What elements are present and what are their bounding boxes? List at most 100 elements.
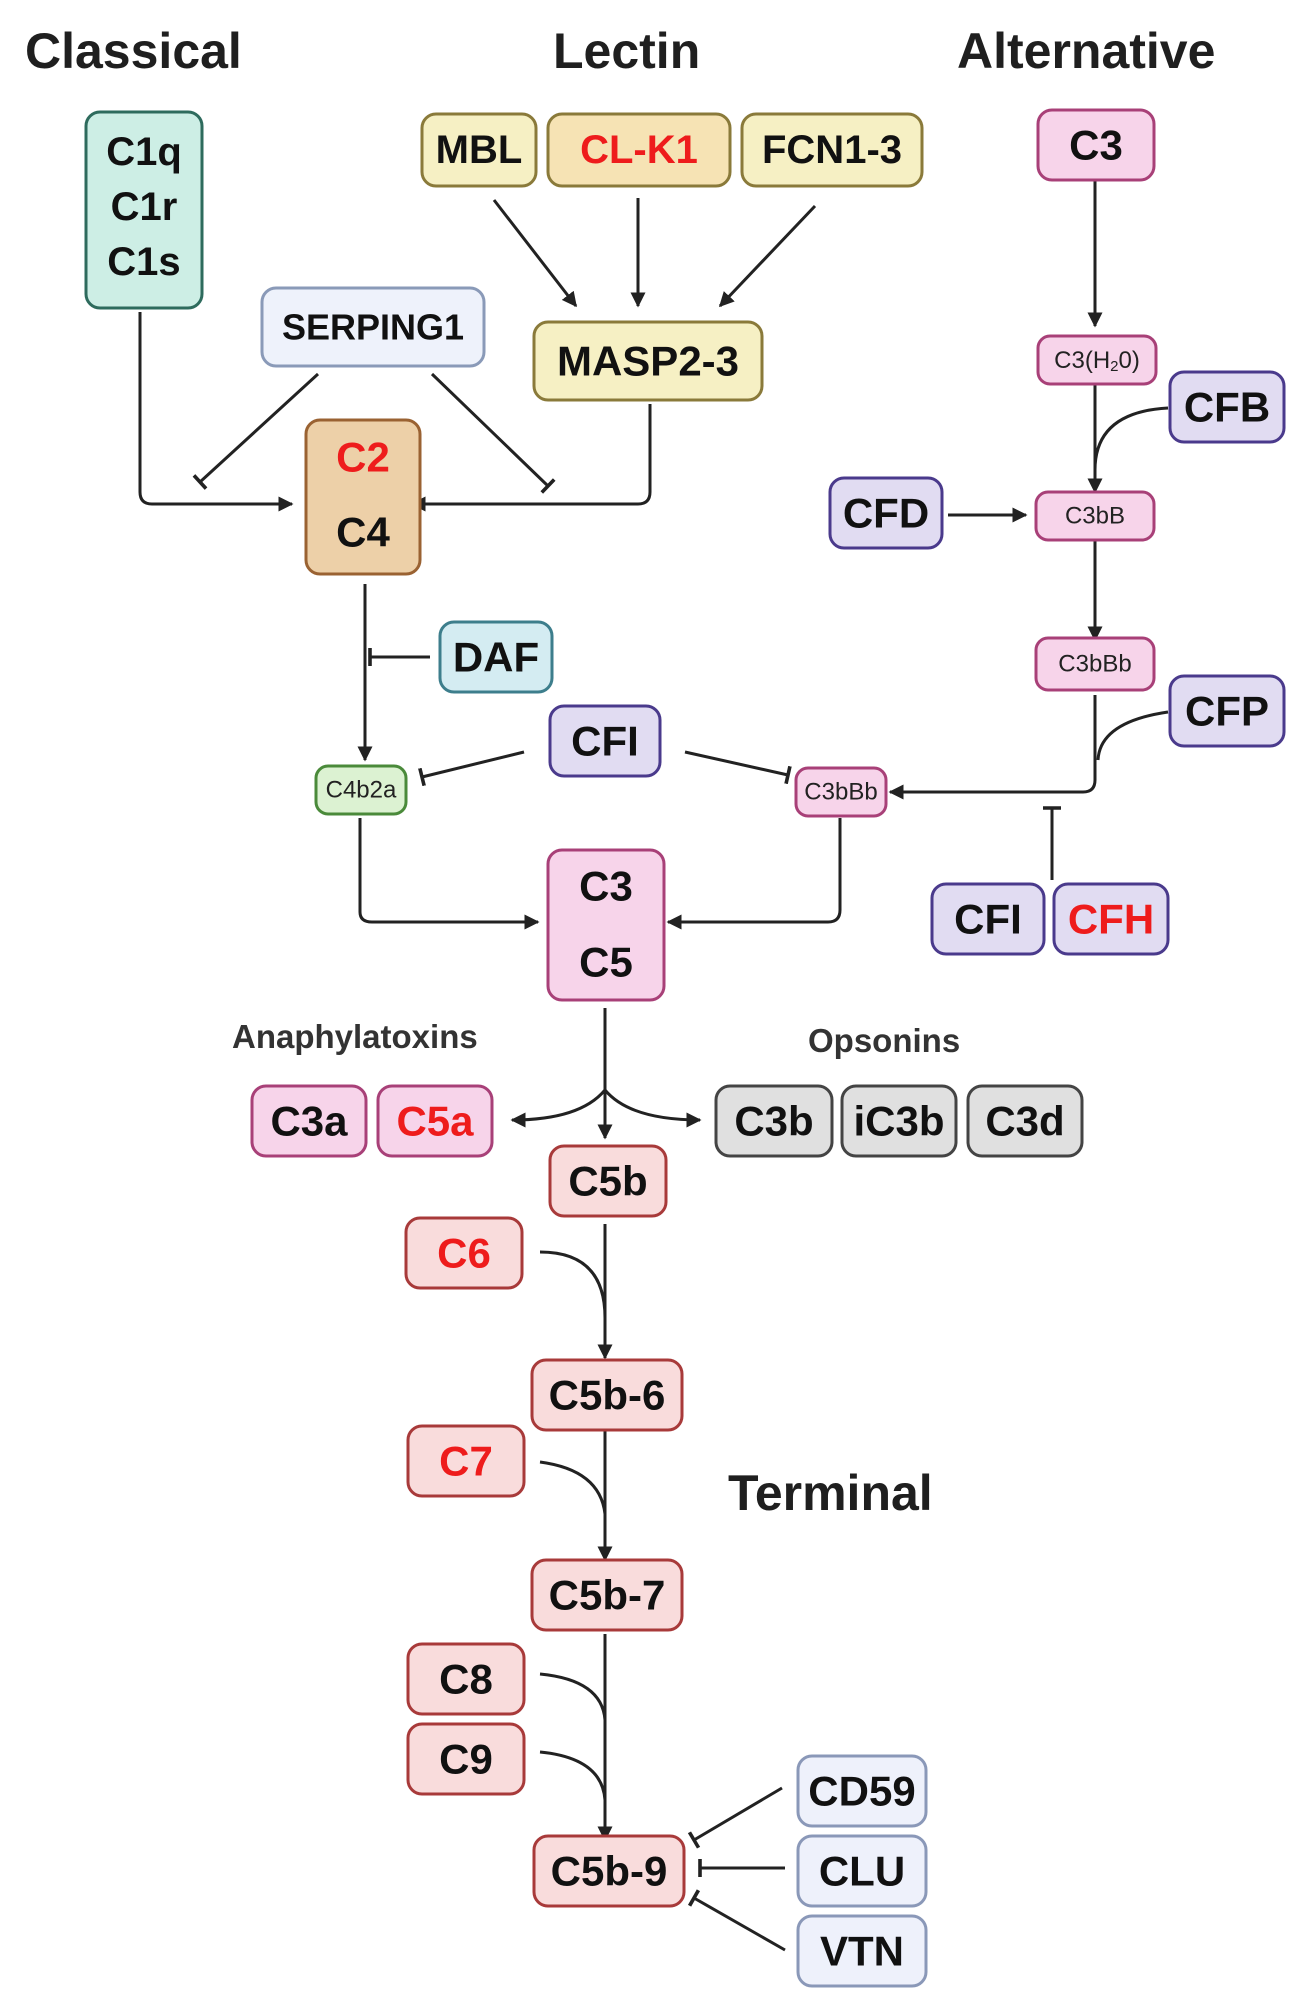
node-cfb: CFB bbox=[1168, 370, 1286, 444]
node-c3bbb-convertase: C3bBb bbox=[794, 766, 888, 818]
header-terminal: Terminal bbox=[728, 1465, 933, 1521]
arrow-c3bbb-to-convertase bbox=[888, 695, 1097, 800]
label-c1q: C1q bbox=[106, 130, 182, 174]
svg-text:VTN: VTN bbox=[820, 1928, 904, 1975]
node-c2-c4: C2 C4 bbox=[304, 418, 422, 576]
svg-text:C2: C2 bbox=[336, 434, 390, 481]
svg-text:CFB: CFB bbox=[1184, 384, 1270, 431]
svg-text:C3(H20): C3(H20) bbox=[1054, 347, 1140, 375]
svg-text:C5b-6: C5b-6 bbox=[549, 1372, 666, 1419]
svg-text:C6: C6 bbox=[437, 1230, 491, 1277]
svg-text:C7: C7 bbox=[439, 1438, 493, 1485]
header-anaphylatoxins: Anaphylatoxins bbox=[232, 1018, 478, 1055]
node-c5b-6: C5b-6 bbox=[530, 1358, 684, 1432]
node-daf: DAF bbox=[438, 620, 554, 694]
join-c9 bbox=[539, 1750, 607, 1801]
node-cfi-right: CFI bbox=[930, 882, 1046, 956]
arrow-fcn-to-masp bbox=[718, 204, 817, 308]
svg-text:C3bBb: C3bBb bbox=[1058, 651, 1131, 678]
join-cfb bbox=[1093, 406, 1169, 471]
node-cfh: CFH bbox=[1052, 882, 1170, 956]
inhibit-vtn bbox=[687, 1889, 786, 1952]
svg-text:DAF: DAF bbox=[453, 634, 539, 681]
svg-text:C9: C9 bbox=[439, 1736, 493, 1783]
label-c1r: C1r bbox=[111, 185, 178, 229]
svg-text:MBL: MBL bbox=[436, 128, 523, 172]
arrow-mbl-to-masp bbox=[492, 199, 578, 308]
svg-text:CFD: CFD bbox=[843, 490, 929, 537]
node-c8: C8 bbox=[406, 1642, 526, 1716]
header-lectin: Lectin bbox=[553, 23, 700, 79]
node-ic3b: iC3b bbox=[840, 1084, 958, 1158]
svg-text:C3bB: C3bB bbox=[1065, 503, 1125, 530]
arrow-to-opsonins bbox=[603, 1089, 702, 1128]
arrow-c3bbb-to-c3c5 bbox=[666, 818, 842, 930]
svg-text:CFI: CFI bbox=[571, 718, 639, 765]
connectors bbox=[138, 180, 1169, 1952]
label-c1s: C1s bbox=[107, 240, 180, 284]
arrow-masp-to-c2c4 bbox=[410, 404, 652, 512]
node-fcn: FCN1-3 bbox=[740, 112, 924, 188]
node-c6: C6 bbox=[404, 1216, 524, 1290]
svg-text:C3a: C3a bbox=[270, 1098, 348, 1145]
node-c9: C9 bbox=[406, 1722, 526, 1796]
node-clu: CLU bbox=[796, 1834, 928, 1908]
svg-text:C5a: C5a bbox=[396, 1098, 474, 1145]
arrow-to-anaphylatoxins bbox=[510, 1089, 607, 1128]
node-clk1: CL-K1 bbox=[546, 112, 732, 188]
node-vtn: VTN bbox=[796, 1914, 928, 1988]
node-c4b2a: C4b2a bbox=[314, 764, 408, 816]
svg-text:CFH: CFH bbox=[1068, 896, 1154, 943]
node-c3bbb-alt: C3bBb bbox=[1034, 636, 1156, 692]
node-c5b-9: C5b-9 bbox=[532, 1834, 686, 1908]
node-c3h2o: C3(H20) bbox=[1036, 334, 1158, 386]
inhibit-cd59 bbox=[687, 1786, 783, 1849]
svg-text:C4: C4 bbox=[336, 509, 390, 556]
svg-text:C3: C3 bbox=[1069, 122, 1123, 169]
svg-text:C8: C8 bbox=[439, 1656, 493, 1703]
node-c3d: C3d bbox=[966, 1084, 1084, 1158]
svg-text:C3bBb: C3bBb bbox=[804, 779, 877, 806]
svg-text:CL-K1: CL-K1 bbox=[580, 128, 698, 172]
svg-text:MASP2-3: MASP2-3 bbox=[557, 338, 739, 385]
node-cfi-middle: CFI bbox=[548, 704, 662, 778]
node-serping1: SERPING1 bbox=[260, 286, 486, 368]
node-c5b: C5b bbox=[548, 1144, 668, 1218]
node-c3b: C3b bbox=[714, 1084, 834, 1158]
inhibit-serping1-right bbox=[430, 372, 556, 494]
header-alternative: Alternative bbox=[957, 23, 1215, 79]
join-cfp bbox=[1096, 710, 1169, 761]
svg-text:C5: C5 bbox=[579, 939, 633, 986]
header-opsonins: Opsonins bbox=[808, 1022, 960, 1059]
node-cfp: CFP bbox=[1168, 674, 1286, 748]
node-c5a: C5a bbox=[376, 1084, 494, 1158]
svg-text:FCN1-3: FCN1-3 bbox=[762, 128, 902, 172]
node-c3-c5: C3 C5 bbox=[546, 848, 666, 1002]
node-c1-complex: C1q C1r C1s bbox=[84, 110, 204, 310]
svg-text:CFI: CFI bbox=[954, 896, 1022, 943]
svg-text:iC3b: iC3b bbox=[853, 1098, 944, 1145]
join-c8 bbox=[539, 1672, 607, 1721]
inhibit-cfi-right bbox=[684, 750, 792, 785]
svg-text:C4b2a: C4b2a bbox=[326, 777, 397, 804]
join-c7 bbox=[539, 1460, 607, 1515]
node-alt-c3: C3 bbox=[1036, 108, 1156, 182]
node-c5b-7: C5b-7 bbox=[530, 1558, 684, 1632]
node-cfd: CFD bbox=[828, 476, 944, 550]
join-c6 bbox=[539, 1250, 607, 1319]
node-masp: MASP2-3 bbox=[532, 320, 764, 402]
svg-text:CD59: CD59 bbox=[808, 1768, 915, 1815]
svg-text:SERPING1: SERPING1 bbox=[282, 307, 464, 348]
svg-text:C5b: C5b bbox=[568, 1158, 647, 1205]
svg-text:C5b-9: C5b-9 bbox=[551, 1848, 668, 1895]
svg-text:CFP: CFP bbox=[1185, 688, 1269, 735]
node-c7: C7 bbox=[406, 1424, 526, 1498]
inhibit-serping1-left bbox=[192, 372, 320, 490]
svg-text:C3: C3 bbox=[579, 863, 633, 910]
node-c3a: C3a bbox=[250, 1084, 368, 1158]
node-cd59: CD59 bbox=[796, 1754, 928, 1828]
svg-text:C3d: C3d bbox=[985, 1098, 1064, 1145]
arrow-c4b2a-to-c3c5 bbox=[358, 818, 540, 930]
header-classical: Classical bbox=[25, 23, 242, 79]
